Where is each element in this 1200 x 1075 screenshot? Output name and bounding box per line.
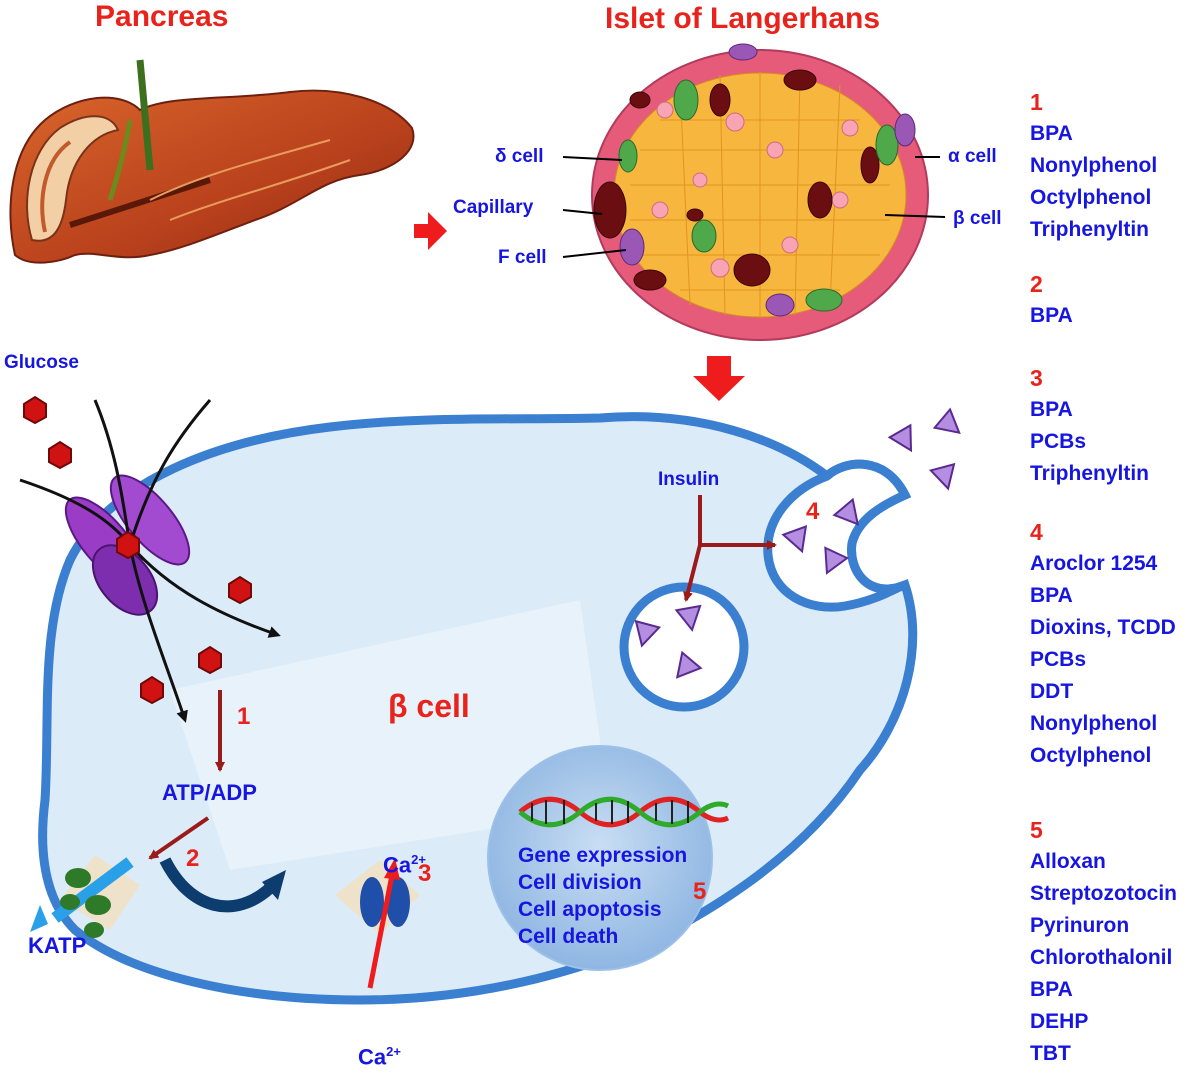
compound-item: Triphenyltin [1030, 218, 1150, 241]
delta-cell-label: δ cell [495, 146, 544, 167]
compound-item: Dioxins, TCDD [1030, 616, 1176, 639]
compound-item: Octylphenol [1030, 186, 1152, 209]
compound-item: Chlorothalonil [1030, 946, 1173, 969]
compound-item: Streptozotocin [1030, 882, 1177, 905]
insulin-label: Insulin [658, 469, 720, 490]
compound-group-4: 4 Aroclor 1254 BPA Dioxins, TCDD PCBs DD… [1030, 516, 1176, 772]
group-number: 2 [1030, 271, 1043, 297]
calcium-channel-icon [335, 858, 420, 989]
islet-cross-section-icon [562, 43, 946, 341]
insulin-vesicle [619, 582, 749, 712]
step-3-label: 3 [418, 860, 432, 887]
beta-cell-islet-label: β cell [953, 208, 1002, 229]
compound-group-2: 2 BPA [1030, 268, 1073, 332]
dna-helix-icon [518, 796, 730, 828]
calcium-top-label: Ca2+ [383, 852, 426, 878]
islet-title: Islet of Langerhans [605, 2, 881, 35]
compound-item: DDT [1030, 680, 1074, 703]
step-5-label: 5 [693, 878, 707, 905]
compound-item: BPA [1030, 398, 1073, 421]
atp-adp-label: ATP/ADP [162, 780, 257, 805]
compound-item: Aroclor 1254 [1030, 552, 1158, 575]
f-cell-label: F cell [498, 247, 547, 268]
compound-item: BPA [1030, 978, 1073, 1001]
compound-item: BPA [1030, 304, 1073, 327]
pancreas-organ-icon [9, 59, 415, 264]
beta-cell-label: β cell [388, 688, 470, 724]
compound-item: TBT [1030, 1042, 1071, 1065]
compound-item: PCBs [1030, 648, 1087, 671]
katp-channel-icon [30, 855, 140, 938]
compound-item: BPA [1030, 122, 1073, 145]
capillary-label: Capillary [453, 197, 534, 218]
compound-item: Nonylphenol [1030, 154, 1158, 177]
compound-item: Alloxan [1030, 850, 1106, 873]
process-item: Cell death [518, 925, 619, 948]
process-item: Cell apoptosis [518, 898, 662, 921]
nucleus-processes: Gene expression Cell division Cell apopt… [518, 842, 687, 950]
step-4-label: 4 [806, 498, 820, 525]
compound-item: BPA [1030, 584, 1073, 607]
depolarization-arrow [159, 857, 275, 913]
compound-item: Triphenyltin [1030, 462, 1150, 485]
compound-group-1: 1 BPA Nonylphenol Octylphenol Triphenylt… [1030, 86, 1157, 246]
islet-to-cell-arrow [693, 356, 745, 401]
glucose-transporter-icon [64, 474, 191, 616]
calcium-bottom-label: Ca2+ [358, 1044, 401, 1070]
group-number: 4 [1030, 519, 1043, 545]
secreting-vesicle [763, 459, 912, 612]
glucose-label: Glucose [4, 352, 79, 373]
process-item: Cell division [518, 871, 642, 894]
group-number: 1 [1030, 89, 1043, 115]
compound-item: Octylphenol [1030, 744, 1152, 767]
step-2-label: 2 [186, 845, 200, 872]
pancreas-title: Pancreas [95, 0, 229, 33]
alpha-cell-label: α cell [948, 146, 997, 167]
process-item: Gene expression [518, 844, 688, 867]
compound-item: Nonylphenol [1030, 712, 1158, 735]
pancreas-to-islet-arrow [414, 212, 447, 250]
step-1-label: 1 [237, 703, 251, 730]
group-number: 3 [1030, 365, 1043, 391]
compound-group-5: 5 Alloxan Streptozotocin Pyrinuron Chlor… [1030, 814, 1177, 1070]
compound-item: DEHP [1030, 1010, 1089, 1033]
group-number: 5 [1030, 817, 1043, 843]
compound-item: PCBs [1030, 430, 1087, 453]
compound-group-3: 3 BPA PCBs Triphenyltin [1030, 362, 1149, 490]
compound-item: Pyrinuron [1030, 914, 1130, 937]
katp-label: KATP [28, 933, 87, 958]
